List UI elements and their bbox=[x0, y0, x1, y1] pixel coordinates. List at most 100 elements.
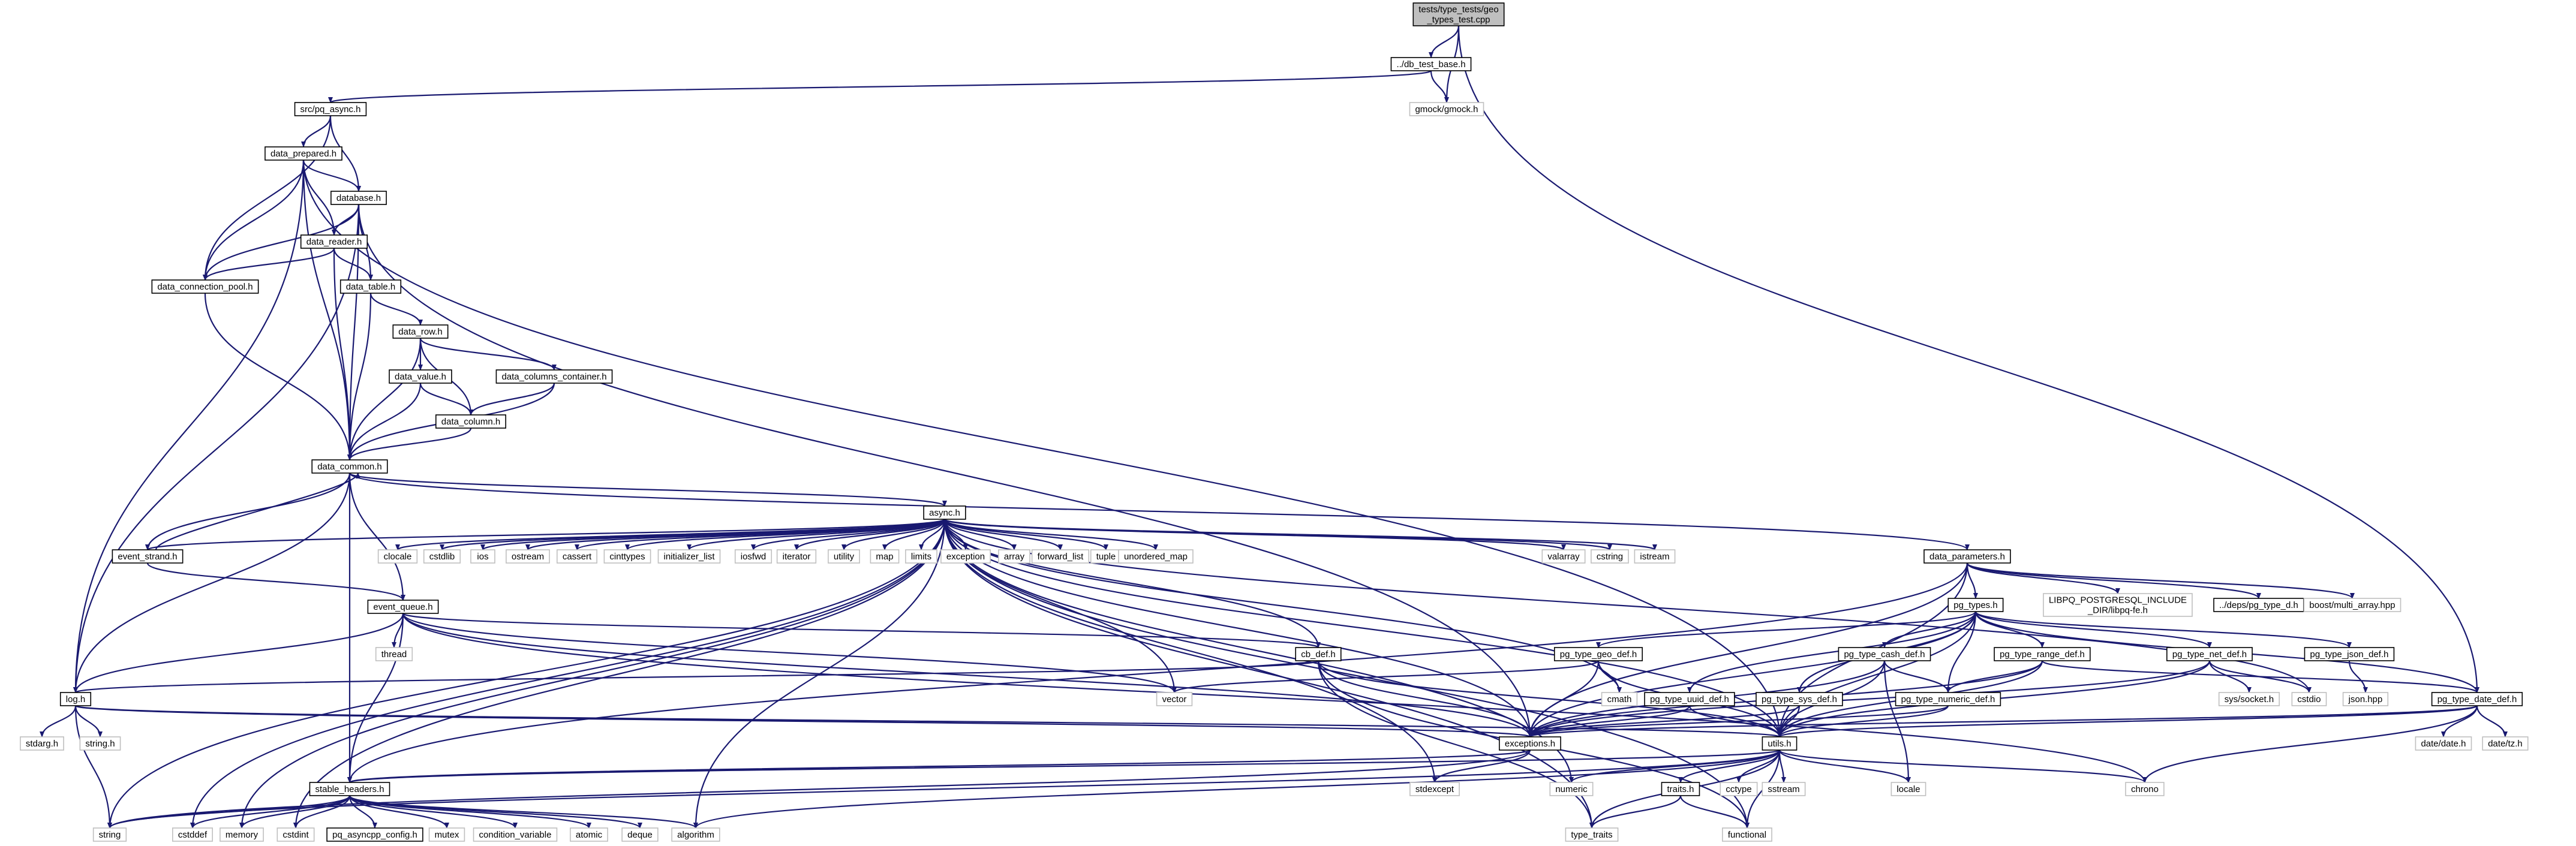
node-gmock-gmock-h[interactable]: gmock/gmock.h bbox=[1409, 102, 1484, 116]
node-box bbox=[1722, 827, 1772, 842]
node-type-traits[interactable]: type_traits bbox=[1565, 827, 1619, 842]
node-string[interactable]: string bbox=[92, 827, 127, 842]
node-box bbox=[1923, 549, 2011, 564]
node-box bbox=[2125, 782, 2165, 796]
node-sstream[interactable]: sstream bbox=[1762, 782, 1806, 796]
node-map[interactable]: map bbox=[870, 549, 900, 564]
node-valarray[interactable]: valarray bbox=[1541, 549, 1586, 564]
node-iosfwd[interactable]: iosfwd bbox=[734, 549, 773, 564]
node-cassert[interactable]: cassert bbox=[557, 549, 597, 564]
node-box bbox=[473, 827, 558, 842]
node-libpq-postgresql-include-dir-libpq-fe-h[interactable]: LIBPQ_POSTGRESQL_INCLUDE_DIR/libpq-fe.h bbox=[2043, 593, 2193, 617]
node-data-connection-pool-h[interactable]: data_connection_pool.h bbox=[151, 279, 259, 294]
node-unordered-map[interactable]: unordered_map bbox=[1118, 549, 1194, 564]
node-data-prepared-h[interactable]: data_prepared.h bbox=[264, 146, 342, 161]
edge-datareader-to-dcp bbox=[203, 248, 335, 281]
node-deps-pg-type-d-h[interactable]: ../deps/pg_type_d.h bbox=[2213, 598, 2304, 612]
node-label: initializer_list bbox=[663, 552, 715, 562]
node-ios[interactable]: ios bbox=[470, 549, 495, 564]
node-tuple[interactable]: tuple bbox=[1090, 549, 1122, 564]
node-cstdint[interactable]: cstdint bbox=[276, 827, 315, 842]
node-string-h[interactable]: string.h bbox=[79, 736, 121, 751]
node-stdarg-h[interactable]: stdarg.h bbox=[20, 736, 64, 751]
node-cstring[interactable]: cstring bbox=[1591, 549, 1629, 564]
node-cstdlib[interactable]: cstdlib bbox=[423, 549, 461, 564]
node-data-columns-container-h[interactable]: data_columns_container.h bbox=[495, 369, 613, 384]
node-pg-type-cash-def-h[interactable]: pg_type_cash_def.h bbox=[1838, 647, 1931, 661]
node-thread[interactable]: thread bbox=[375, 647, 413, 661]
node-pg-type-sys-def-h[interactable]: pg_type_sys_def.h bbox=[1756, 692, 1843, 706]
node-chrono[interactable]: chrono bbox=[2125, 782, 2165, 796]
node-cb-def-h[interactable]: cb_def.h bbox=[1295, 647, 1342, 661]
node-traits-h[interactable]: traits.h bbox=[1661, 782, 1700, 796]
node-exception[interactable]: exception bbox=[940, 549, 991, 564]
node-functional[interactable]: functional bbox=[1722, 827, 1772, 842]
node-vector[interactable]: vector bbox=[1156, 692, 1193, 706]
node-algorithm[interactable]: algorithm bbox=[671, 827, 720, 842]
node-event-strand-h[interactable]: event_strand.h bbox=[112, 549, 184, 564]
node-box bbox=[389, 369, 452, 384]
node-pg-type-json-def-h[interactable]: pg_type_json_def.h bbox=[2304, 647, 2395, 661]
node-array[interactable]: array bbox=[998, 549, 1030, 564]
node-db-test-base-h[interactable]: ../db_test_base.h bbox=[1390, 57, 1472, 71]
node-label: cstddef bbox=[178, 830, 208, 840]
node-pg-type-uuid-def-h[interactable]: pg_type_uuid_def.h bbox=[1644, 692, 1735, 706]
node-pg-type-range-def-h[interactable]: pg_type_range_def.h bbox=[1994, 647, 2091, 661]
edge-datacolumn-to-datacommon bbox=[347, 427, 472, 460]
node-json-hpp[interactable]: json.hpp bbox=[2342, 692, 2389, 706]
node-cmath[interactable]: cmath bbox=[1601, 692, 1638, 706]
edge-asynch-to-umap bbox=[943, 519, 1158, 550]
node-utility[interactable]: utility bbox=[828, 549, 860, 564]
node-database-h[interactable]: database.h bbox=[330, 191, 387, 205]
node-locale[interactable]: locale bbox=[1890, 782, 1926, 796]
node-data-row-h[interactable]: data_row.h bbox=[392, 324, 449, 339]
node-iterator[interactable]: iterator bbox=[776, 549, 817, 564]
node-numeric[interactable]: numeric bbox=[1549, 782, 1594, 796]
node-pg-type-net-def-h[interactable]: pg_type_net_def.h bbox=[2166, 647, 2253, 661]
node-clocale[interactable]: clocale bbox=[377, 549, 418, 564]
node-exceptions-h[interactable]: exceptions.h bbox=[1499, 736, 1561, 751]
node-sys-socket-h[interactable]: sys/socket.h bbox=[2218, 692, 2280, 706]
node-atomic[interactable]: atomic bbox=[570, 827, 608, 842]
node-tests-type-tests-geo-types-test-cpp[interactable]: tests/type_tests/geo_types_test.cpp bbox=[1412, 2, 1505, 26]
node-deque[interactable]: deque bbox=[621, 827, 659, 842]
node-cstddef[interactable]: cstddef bbox=[172, 827, 213, 842]
node-event-queue-h[interactable]: event_queue.h bbox=[367, 600, 439, 614]
node-data-common-h[interactable]: data_common.h bbox=[311, 459, 388, 474]
node-condition-variable[interactable]: condition_variable bbox=[473, 827, 558, 842]
edge-pggeo-to-vector bbox=[1172, 660, 1600, 694]
node-pg-type-date-def-h[interactable]: pg_type_date_def.h bbox=[2431, 692, 2523, 706]
node-data-column-h[interactable]: data_column.h bbox=[435, 414, 507, 429]
node-stable-headers-h[interactable]: stable_headers.h bbox=[309, 782, 390, 796]
node-pq-asyncpp-config-h[interactable]: pq_asyncpp_config.h bbox=[326, 827, 423, 842]
node-ostream[interactable]: ostream bbox=[506, 549, 550, 564]
node-stdexcept[interactable]: stdexcept bbox=[1409, 782, 1460, 796]
node-pg-type-numeric-def-h[interactable]: pg_type_numeric_def.h bbox=[1895, 692, 2001, 706]
node-src-pq-async-h[interactable]: src/pq_async.h bbox=[294, 102, 367, 116]
node-cinttypes[interactable]: cinttypes bbox=[603, 549, 651, 564]
node-memory[interactable]: memory bbox=[220, 827, 264, 842]
node-mutex[interactable]: mutex bbox=[428, 827, 465, 842]
edge-dataparams-to-stableh bbox=[347, 562, 1968, 783]
node-pg-type-geo-def-h[interactable]: pg_type_geo_def.h bbox=[1553, 647, 1643, 661]
node-data-parameters-h[interactable]: data_parameters.h bbox=[1923, 549, 2011, 564]
node-date-date-h[interactable]: date/date.h bbox=[2415, 736, 2472, 751]
node-data-value-h[interactable]: data_value.h bbox=[389, 369, 452, 384]
node-log-h[interactable]: log.h bbox=[59, 692, 92, 706]
node-forward-list[interactable]: forward_list bbox=[1031, 549, 1090, 564]
node-initializer-list[interactable]: initializer_list bbox=[657, 549, 721, 564]
node-date-tz-h[interactable]: date/tz.h bbox=[2482, 736, 2529, 751]
node-async-h[interactable]: async.h bbox=[923, 505, 966, 520]
node-cstdio[interactable]: cstdio bbox=[2291, 692, 2327, 706]
node-data-reader-h[interactable]: data_reader.h bbox=[300, 234, 368, 249]
node-boost-multi-array-hpp[interactable]: boost/multi_array.hpp bbox=[2303, 598, 2401, 612]
node-istream[interactable]: istream bbox=[1634, 549, 1676, 564]
edge-pgnet-to-sockh bbox=[2208, 660, 2252, 693]
node-pg-types-h[interactable]: pg_types.h bbox=[1947, 598, 2004, 612]
node-label: cb_def.h bbox=[1301, 649, 1336, 660]
node-cctype[interactable]: cctype bbox=[1720, 782, 1758, 796]
node-data-table-h[interactable]: data_table.h bbox=[339, 279, 402, 294]
node-utils-h[interactable]: utils.h bbox=[1762, 736, 1798, 751]
node-limits[interactable]: limits bbox=[905, 549, 937, 564]
